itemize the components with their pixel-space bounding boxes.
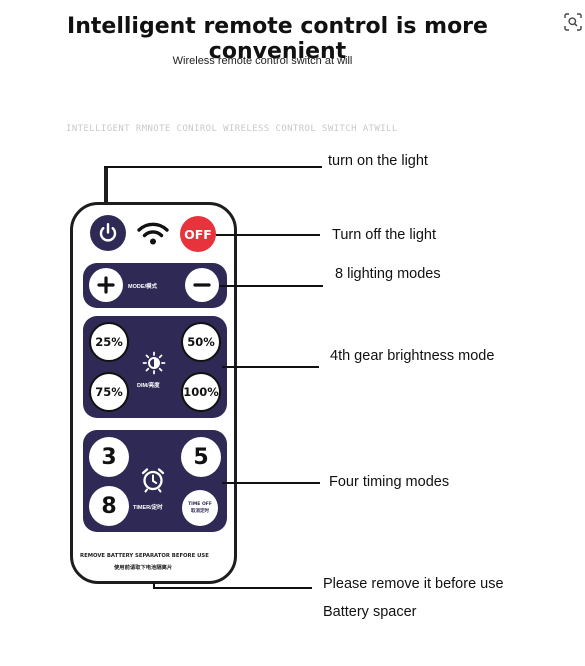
timer-3-button[interactable]: 3	[89, 437, 129, 477]
separator-warning-en: REMOVE BATTERY SEPARATOR BEFORE USE	[80, 553, 209, 559]
sun-icon	[142, 351, 166, 380]
separator-warning-cn: 使用前请取下电池隔离片	[114, 565, 173, 571]
timer-8-button[interactable]: 8	[89, 486, 129, 526]
battery-spacer-label: Battery spacer	[323, 604, 417, 620]
lighting-modes-label: 8 lighting modes	[335, 266, 441, 282]
brightness-50-button[interactable]: 50%	[181, 322, 221, 362]
timing-modes-label: Four timing modes	[329, 474, 450, 490]
page-subtitle: Wireless remote control switch at will	[172, 55, 353, 67]
brightness-mode-label: 4th gear brightness mode	[330, 348, 495, 364]
turn-off-pointer	[216, 234, 320, 236]
power-icon	[99, 223, 117, 242]
visual-search-icon[interactable]	[563, 12, 583, 32]
dim-label: DIM/亮度	[137, 383, 160, 389]
timer-5-button[interactable]: 5	[181, 437, 221, 477]
spacer-tab	[153, 583, 155, 589]
brightness-pointer	[222, 366, 319, 368]
time-off-cn-label: 取消定时	[191, 509, 209, 514]
brightness-25-button[interactable]: 25%	[89, 322, 129, 362]
mode-minus-button[interactable]	[185, 268, 219, 302]
background-caption: INTELLIGENT RMNOTE CONIROL WIRELESS CONT…	[66, 124, 398, 134]
wifi-icon	[136, 219, 170, 252]
turn-off-label: Turn off the light	[332, 227, 436, 243]
turn-on-pointer	[104, 166, 322, 168]
modes-pointer	[219, 285, 323, 287]
remove-before-use-label: Please remove it before use	[323, 576, 504, 592]
mode-plus-button[interactable]	[89, 268, 123, 302]
time-off-button[interactable]: TIME OFF 取消定时	[182, 490, 218, 526]
alarm-clock-icon	[139, 465, 167, 498]
brightness-75-button[interactable]: 75%	[89, 372, 129, 412]
time-off-label: TIME OFF	[188, 502, 212, 507]
turn-on-label: turn on the light	[328, 153, 428, 169]
timing-pointer	[222, 482, 320, 484]
mode-label: MODE/模式	[128, 284, 158, 290]
brightness-100-button[interactable]: 100%	[181, 372, 221, 412]
timer-label: TIMER/定时	[133, 505, 163, 511]
antenna-line	[104, 166, 108, 204]
page-title: Intelligent remote control is more conve…	[67, 14, 488, 64]
power-button[interactable]	[90, 215, 126, 251]
remove-pointer	[153, 587, 312, 589]
off-button[interactable]: OFF	[180, 216, 216, 252]
